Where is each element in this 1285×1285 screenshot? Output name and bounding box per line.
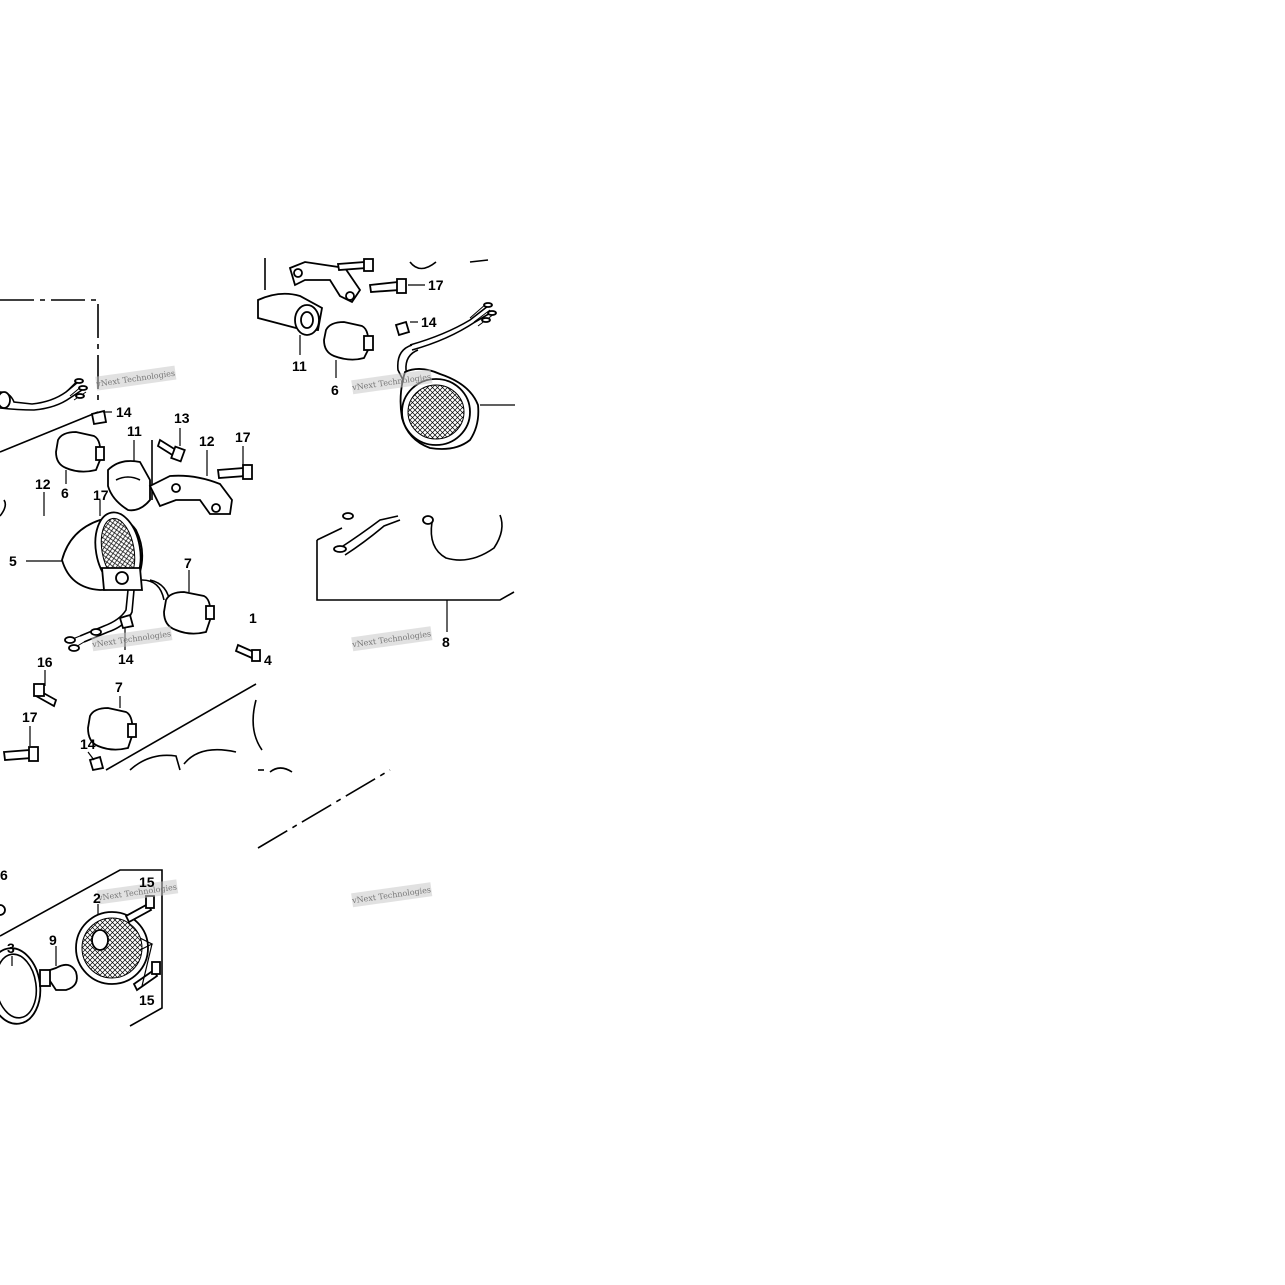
front-right-signal-group: [257, 258, 515, 450]
callout: 6: [61, 485, 69, 501]
rear-signal-fragment: [316, 512, 515, 632]
callout: 11: [292, 358, 307, 374]
callout-labels: 14 13 11 12 17 6 12 17 5 7 14 1 4 16 7 1…: [0, 277, 450, 1008]
watermarks: vNext Technologies vNext Technologies vN…: [91, 365, 433, 908]
callout: 11: [127, 423, 142, 439]
callout: 13: [174, 410, 190, 426]
callout: 2: [93, 890, 101, 906]
callout: 12: [35, 476, 51, 492]
callout: 14: [116, 404, 132, 420]
callout: 7: [184, 555, 192, 571]
callout: 15: [139, 992, 155, 1008]
callout: 14: [118, 651, 134, 667]
callout: 6: [331, 382, 339, 398]
callout: 16: [37, 654, 53, 670]
callout: 14: [80, 736, 96, 752]
callout: 8: [442, 634, 450, 650]
callout: 14: [421, 314, 437, 330]
lens-bulb-group: [0, 869, 163, 1027]
callout: 17: [93, 487, 109, 503]
callout: 9: [49, 932, 57, 948]
callout: 17: [428, 277, 444, 293]
callout: 17: [22, 709, 38, 725]
callout: 4: [264, 652, 272, 668]
callout: 7: [115, 679, 123, 695]
section-divider: [257, 769, 391, 849]
callout: 3: [7, 940, 15, 956]
callout: 1: [249, 610, 257, 626]
callout: 17: [235, 429, 251, 445]
front-left-signal-group: [0, 299, 293, 773]
callout: 5: [9, 553, 17, 569]
callout: 6: [0, 867, 8, 883]
callout: 12: [199, 433, 215, 449]
callout: 15: [139, 874, 155, 890]
